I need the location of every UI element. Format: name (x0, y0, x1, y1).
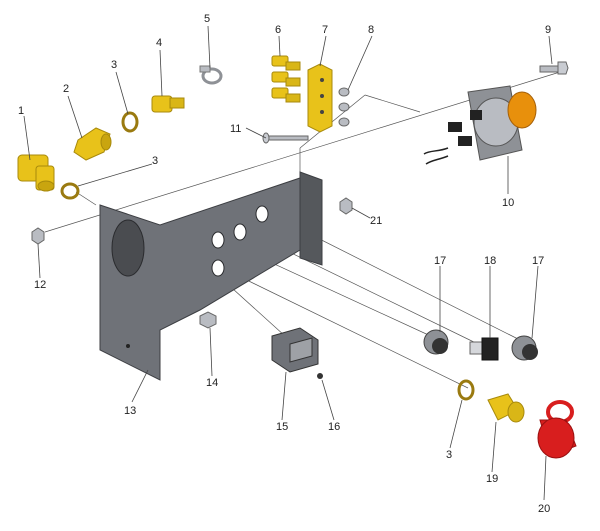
callout-7: 7 (322, 24, 328, 36)
callout-13: 13 (124, 405, 136, 417)
nut-part-21 (339, 197, 353, 215)
washer-part-3-bottom (457, 379, 475, 401)
manifold-block-part-7 (307, 63, 333, 133)
callout-18: 18 (484, 255, 496, 267)
mounting-plate-part-13 (99, 171, 323, 381)
box-part-15 (271, 327, 319, 373)
callout-3: 3 (111, 59, 117, 71)
bolt-part-9 (539, 61, 569, 75)
callout-11: 11 (230, 123, 241, 135)
connector-part-17-right (511, 335, 538, 361)
callout-5: 5 (204, 13, 210, 25)
callout-12: 12 (34, 279, 46, 291)
callout-16: 16 (328, 421, 340, 433)
callout-labels: 1 2 3 4 5 3 6 7 8 9 11 10 21 12 17 18 17… (18, 13, 551, 515)
callout-3: 3 (446, 449, 452, 461)
nut-part-12 (31, 227, 45, 245)
callout-20: 20 (538, 503, 550, 515)
elbow-fitting-part-1 (17, 154, 55, 192)
callout-17: 17 (434, 255, 446, 267)
washer-part-3-top (121, 111, 139, 133)
callout-2: 2 (63, 83, 69, 95)
coupler-part-19 (487, 393, 525, 423)
screw-part-16 (317, 373, 323, 379)
hex-adapter-part-2 (73, 127, 112, 161)
callout-10: 10 (502, 197, 514, 209)
dust-cap-part-20 (537, 400, 577, 459)
callout-3: 3 (152, 155, 158, 167)
valve-assembly-part-10 (423, 85, 537, 165)
nipple-fitting-part-4 (151, 95, 185, 113)
callout-8: 8 (368, 24, 374, 36)
callout-19: 19 (486, 473, 498, 485)
plugs-part-8 (338, 87, 350, 127)
callout-17: 17 (532, 255, 544, 267)
connector-part-17-left (423, 329, 449, 355)
bolt-part-14 (199, 311, 217, 329)
callout-6: 6 (275, 24, 281, 36)
callout-4: 4 (156, 37, 162, 49)
hose-clamp-part-5 (199, 65, 223, 85)
callout-15: 15 (276, 421, 288, 433)
callout-14: 14 (206, 377, 218, 389)
callout-9: 9 (545, 24, 551, 36)
connector-part-18 (469, 337, 499, 361)
washer-part-3-mid (60, 182, 80, 200)
fittings-part-6 (271, 55, 301, 103)
callout-21: 21 (370, 215, 382, 227)
callout-leaders (23, 25, 553, 501)
callout-1: 1 (18, 105, 24, 117)
screw-part-11 (262, 132, 309, 144)
